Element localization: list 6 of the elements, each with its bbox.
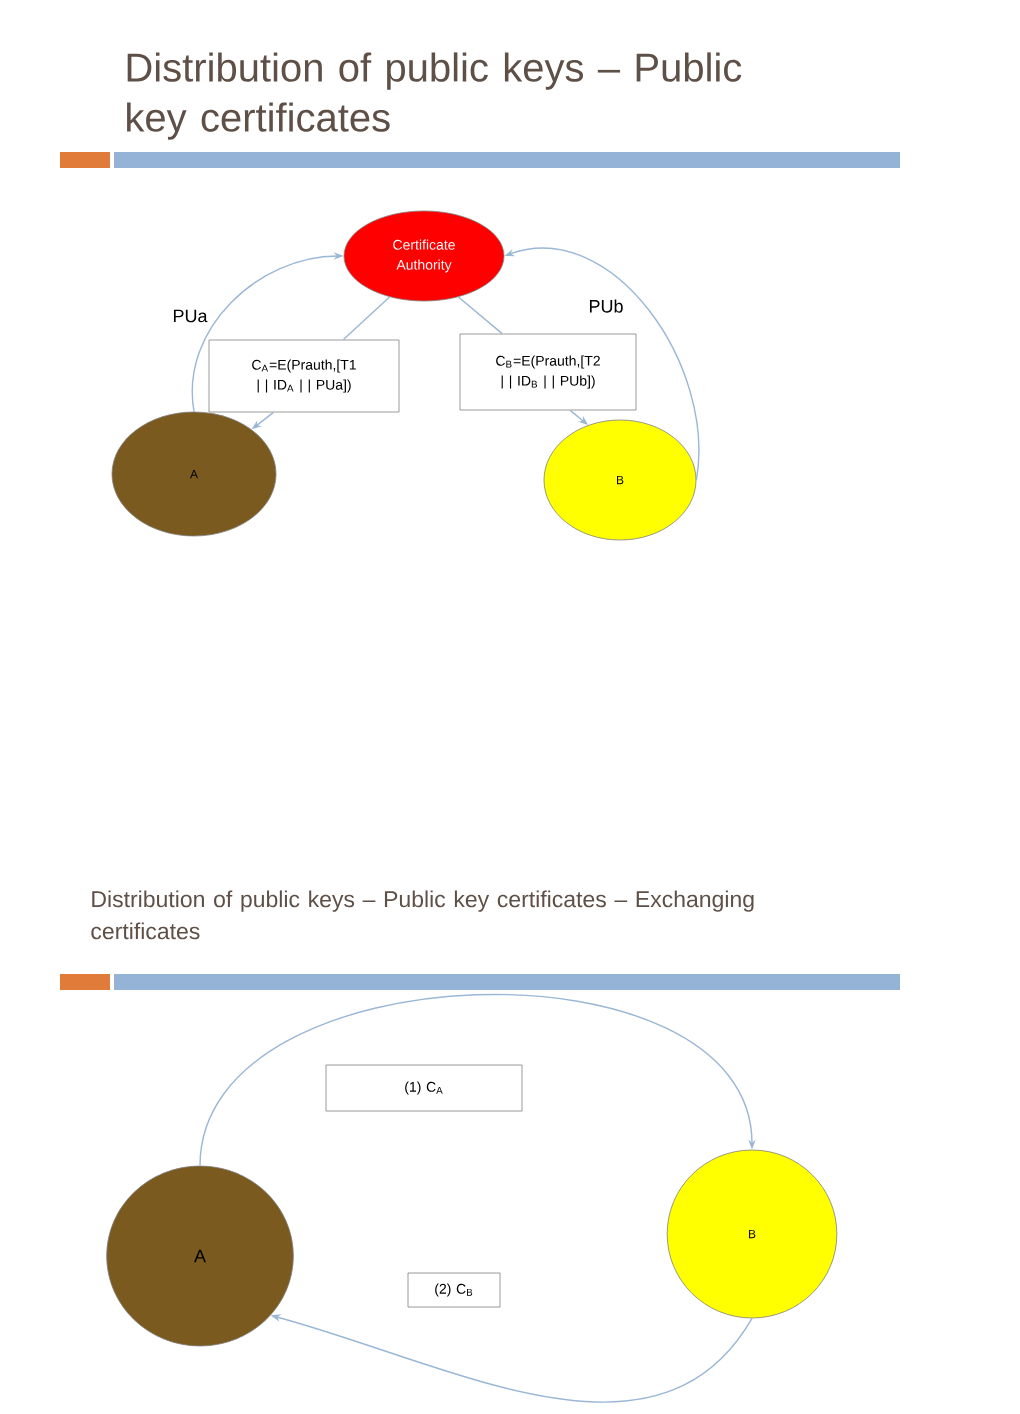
arrow: [199, 994, 756, 1167]
slide-title: Distribution of public keys – Public key certificates: [127, 52, 742, 140]
edge-label: PUb: [586, 297, 626, 315]
edge-label: PUa: [170, 307, 210, 325]
circle-node: A: [106, 1165, 294, 1347]
slide-heading: Distribution of public keys – Public key certificates – Exchanging certificates: [91, 890, 754, 940]
